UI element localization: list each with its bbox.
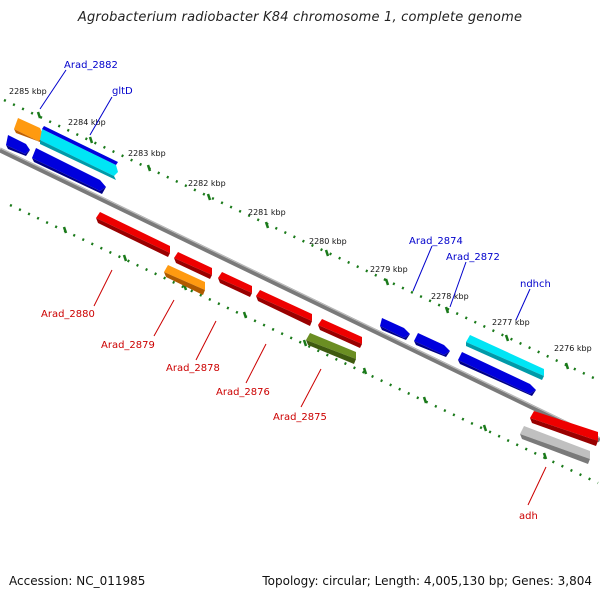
gene-arad-2872[interactable] (414, 333, 450, 357)
gene-long-blue-right[interactable] (458, 352, 536, 396)
kbp-tick (564, 362, 570, 370)
kbp-tick (302, 339, 308, 347)
kbp-tick (324, 249, 330, 257)
label-arad-2879: Arad_2879 (101, 340, 155, 351)
kbp-label: 2280 kbp (309, 237, 347, 246)
leader-gltd (89, 96, 113, 136)
lower-tick-track (9, 203, 599, 485)
gene-arad-2878[interactable] (218, 272, 252, 297)
kbp-label: 2282 kbp (188, 179, 226, 188)
kbp-label: 2281 kbp (248, 208, 286, 217)
label-arad-2875: Arad_2875 (273, 412, 327, 423)
leader-arad-2878 (195, 320, 217, 361)
kbp-tick (242, 311, 248, 319)
kbp-tick (504, 334, 510, 342)
gene-arad-2874[interactable] (380, 318, 410, 340)
gene-arad-2875-red[interactable] (318, 319, 362, 348)
kbp-tick (206, 193, 212, 201)
gene-arad-2875[interactable] (306, 333, 356, 364)
kbp-tick (422, 396, 428, 404)
accession-text: Accession: NC_011985 (9, 574, 146, 588)
gene-arad-2879-orange[interactable] (164, 265, 205, 295)
kbp-label: 2278 kbp (431, 292, 469, 301)
leader-arad-2879 (153, 299, 175, 337)
chromosome-axis-highlight (0, 147, 600, 439)
upper-tick-track (3, 98, 599, 382)
kbp-tick (384, 278, 390, 286)
gene-arad-2882[interactable] (14, 118, 44, 142)
leader-ndhch (515, 288, 531, 321)
label-adh: adh (519, 511, 538, 522)
label-ndhch: ndhch (520, 279, 551, 290)
kbp-tick (482, 424, 488, 432)
leader-arad-2874 (412, 245, 433, 292)
kbp-tick (122, 254, 128, 262)
label-arad-2876: Arad_2876 (216, 387, 270, 398)
map-title: Agrobacterium radiobacter K84 chromosome… (77, 10, 523, 25)
kbp-tick (146, 164, 152, 172)
kbp-label: 2279 kbp (370, 265, 408, 274)
leader-adh (527, 466, 547, 506)
kbp-tick (542, 452, 548, 460)
gene-arad-2879[interactable] (174, 252, 212, 279)
kbp-tick (36, 111, 42, 119)
gene-small-blue-1[interactable] (6, 135, 30, 156)
label-arad-2880: Arad_2880 (41, 309, 95, 320)
gene-gltd[interactable] (40, 126, 118, 180)
kbp-label: 2277 kbp (492, 318, 530, 327)
kbp-label: 2276 kbp (554, 344, 592, 353)
genome-stats-text: Topology: circular; Length: 4,005,130 bp… (262, 574, 592, 588)
kbp-label: 2284 kbp (68, 118, 106, 127)
kbp-tick (264, 221, 270, 229)
chromosome-axis (0, 147, 600, 443)
leader-arad-2882 (39, 69, 67, 110)
gene-long-blue[interactable] (32, 148, 106, 194)
leader-arad-2880 (93, 269, 113, 307)
gene-ndhch[interactable] (466, 335, 544, 380)
leader-arad-2875 (300, 368, 322, 408)
kbp-label: 2283 kbp (128, 149, 166, 158)
kbp-tick (444, 306, 450, 314)
label-arad-2878: Arad_2878 (166, 363, 220, 374)
label-arad-2874: Arad_2874 (409, 236, 463, 247)
gene-adh[interactable] (520, 426, 590, 464)
leader-arad-2872 (449, 261, 467, 308)
leader-arad-2876 (245, 343, 267, 384)
kbp-tick (362, 367, 368, 375)
kbp-tick (62, 226, 68, 234)
kbp-tick (88, 136, 94, 144)
kbp-label: 2285 kbp (9, 87, 47, 96)
gene-adh-red[interactable] (530, 411, 598, 446)
label-arad-2882: Arad_2882 (64, 60, 118, 71)
gene-arad-2876[interactable] (256, 290, 312, 326)
label-gltd: gltD (112, 86, 133, 97)
label-arad-2872: Arad_2872 (446, 252, 500, 263)
gene-arad-2880[interactable] (96, 212, 170, 257)
